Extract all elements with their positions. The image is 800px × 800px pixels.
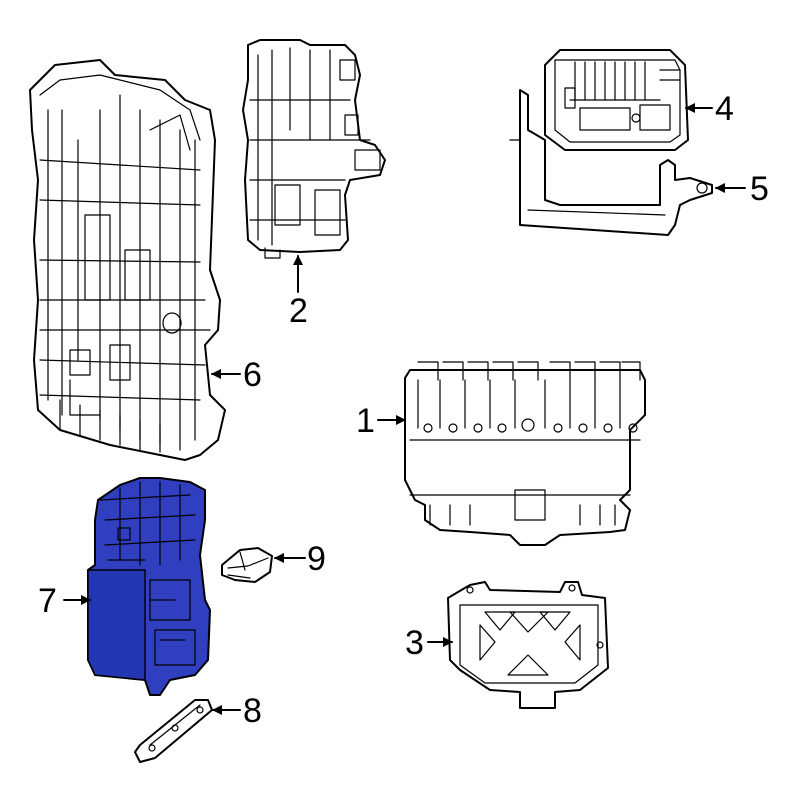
callout-2: 2: [289, 255, 308, 330]
part-4-control-module[interactable]: [544, 49, 689, 151]
callout-number-5: 5: [750, 170, 769, 208]
callout-1: 1: [356, 402, 406, 440]
part-7-fuse-box-highlighted[interactable]: [87, 477, 211, 696]
callout-number-7: 7: [38, 582, 57, 620]
callout-number-3: 3: [405, 624, 424, 662]
part-8-bracket-strip[interactable]: [134, 699, 213, 763]
callout-number-4: 4: [715, 90, 734, 128]
part-1-relay-block[interactable]: [404, 361, 646, 546]
callout-8: 8: [212, 692, 262, 730]
callout-7: 7: [38, 582, 91, 620]
part-2-relay-carrier[interactable]: [242, 39, 386, 259]
callout-5: 5: [715, 170, 769, 208]
part-6-fuse-box-housing[interactable]: [29, 59, 226, 461]
callout-number-6: 6: [243, 356, 262, 394]
callout-number-9: 9: [307, 540, 326, 578]
callout-4: 4: [685, 90, 734, 128]
callout-3: 3: [405, 624, 453, 662]
part-9-clip[interactable]: [221, 547, 273, 583]
callout-number-2: 2: [289, 292, 308, 330]
callout-9: 9: [274, 540, 326, 578]
callout-number-1: 1: [356, 402, 375, 440]
part-3-cover-plate[interactable]: [447, 581, 609, 709]
callout-number-8: 8: [243, 692, 262, 730]
callout-6: 6: [211, 356, 262, 394]
part-5-mounting-bracket[interactable]: [509, 89, 713, 236]
